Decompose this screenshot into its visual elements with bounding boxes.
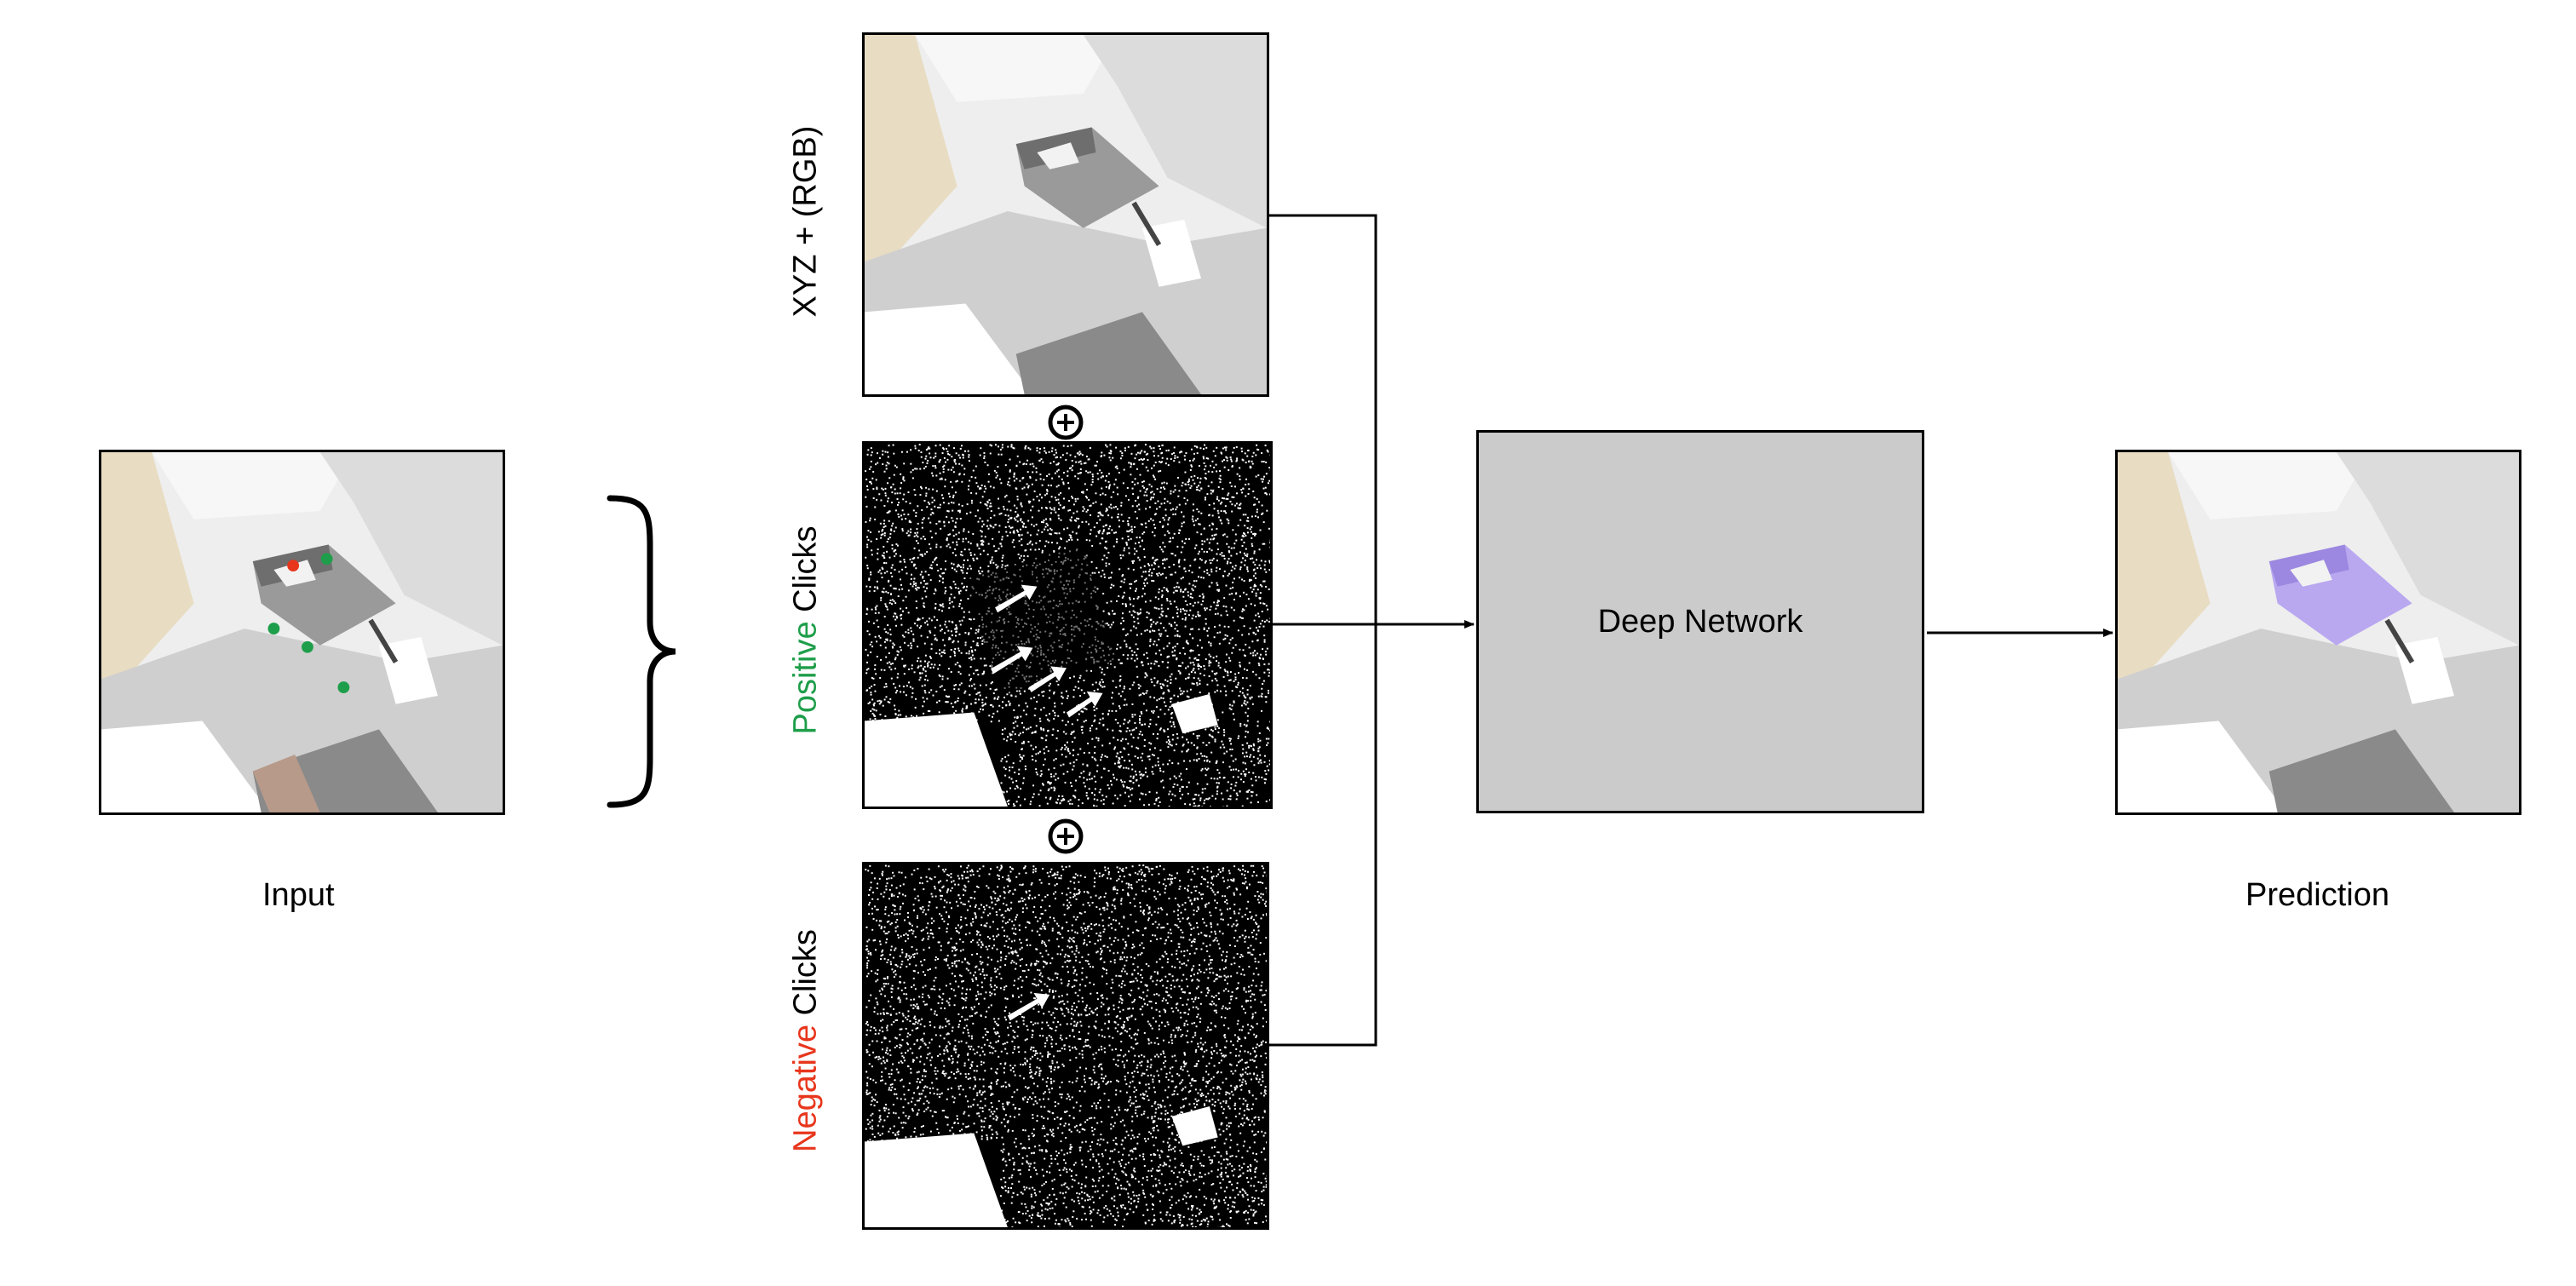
- positive-clicks-svg: [865, 444, 1270, 807]
- positive-click-dot: [267, 623, 280, 634]
- positive-clicks-label: Positive Clicks: [787, 525, 824, 735]
- positive-click-dot: [320, 553, 333, 565]
- input-label: Input: [262, 877, 335, 913]
- xyz-scene-svg: [865, 35, 1267, 394]
- input-scene-svg: [101, 452, 503, 812]
- prediction-label: Prediction: [2245, 877, 2389, 913]
- negative-click-dot: [287, 560, 300, 572]
- input-image: [99, 450, 505, 815]
- curly-brace-icon: [607, 495, 676, 808]
- xyz-rgb-label: XYZ + (RGB): [787, 125, 824, 318]
- positive-click-dot: [302, 640, 313, 653]
- plus-operator-icon: [1048, 818, 1084, 854]
- positive-clicks-image: [862, 441, 1273, 809]
- arrow-icons: [991, 584, 1103, 718]
- prediction-image: [2115, 450, 2521, 815]
- deep-network-box: Deep Network: [1476, 430, 1924, 813]
- plus-operator-icon: [1048, 405, 1084, 440]
- positive-click-dot: [337, 681, 350, 693]
- arrow-icons: [1007, 992, 1050, 1021]
- negative-clicks-image: [862, 862, 1269, 1230]
- prediction-scene-svg: [2118, 452, 2519, 812]
- deep-network-label: Deep Network: [1597, 603, 1803, 640]
- negative-clicks-svg: [865, 864, 1267, 1227]
- xyz-rgb-image: [862, 32, 1269, 397]
- negative-clicks-label: Negative Clicks: [787, 929, 824, 1152]
